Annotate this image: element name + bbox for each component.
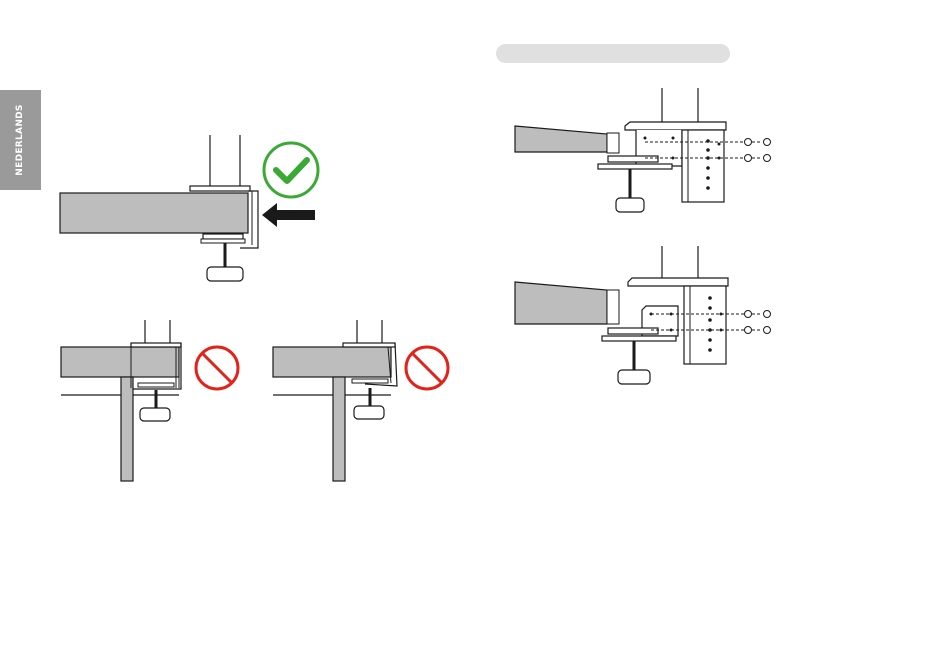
section-header-pill — [496, 44, 730, 63]
clamp-lower-plate — [598, 164, 672, 169]
figure-bracket-assembly-position-2 — [512, 244, 780, 390]
desk-leg — [333, 377, 345, 481]
clamp-knob — [207, 267, 243, 281]
language-tab-label: NEDERLANDS — [15, 104, 25, 175]
desk-edge — [515, 126, 607, 152]
clamp-pressure-plate — [203, 234, 243, 239]
desk-top — [273, 347, 391, 377]
language-side-tab: NEDERLANDS — [0, 90, 41, 190]
desk-top — [61, 347, 179, 377]
clamp-top-plate — [131, 343, 181, 347]
clamp-top-plate — [190, 186, 250, 191]
clamp-top-plate — [625, 122, 726, 130]
clamp-lower-plate — [602, 336, 676, 341]
figure-bracket-assembly-position-1 — [512, 86, 780, 218]
clamp-knob — [140, 408, 170, 421]
clamp-knob — [354, 406, 384, 419]
clamp-pressure-plate — [352, 379, 388, 383]
clamp-lower-plate — [201, 239, 245, 243]
arrow-left-icon — [262, 203, 315, 227]
check-mark — [276, 160, 307, 181]
clamp-knob — [616, 198, 644, 212]
clamp-top-plate — [628, 278, 728, 286]
clamp-knob — [618, 370, 650, 384]
clamp-pressure-plate — [608, 156, 658, 162]
desk-leg — [121, 377, 133, 481]
desk-spacer — [607, 290, 619, 324]
clamp-top-plate — [343, 343, 395, 347]
desk-spacer — [607, 133, 619, 153]
desk-edge — [60, 193, 248, 233]
figure-incorrect-placement-tilted — [270, 318, 460, 483]
check-circle-icon — [264, 143, 318, 197]
clamp-pressure-plate — [608, 328, 658, 334]
figure-correct-placement — [55, 130, 330, 290]
figure-incorrect-placement-gap — [58, 318, 248, 483]
clamp-pressure-plate — [138, 383, 174, 387]
desk-edge — [515, 282, 607, 324]
